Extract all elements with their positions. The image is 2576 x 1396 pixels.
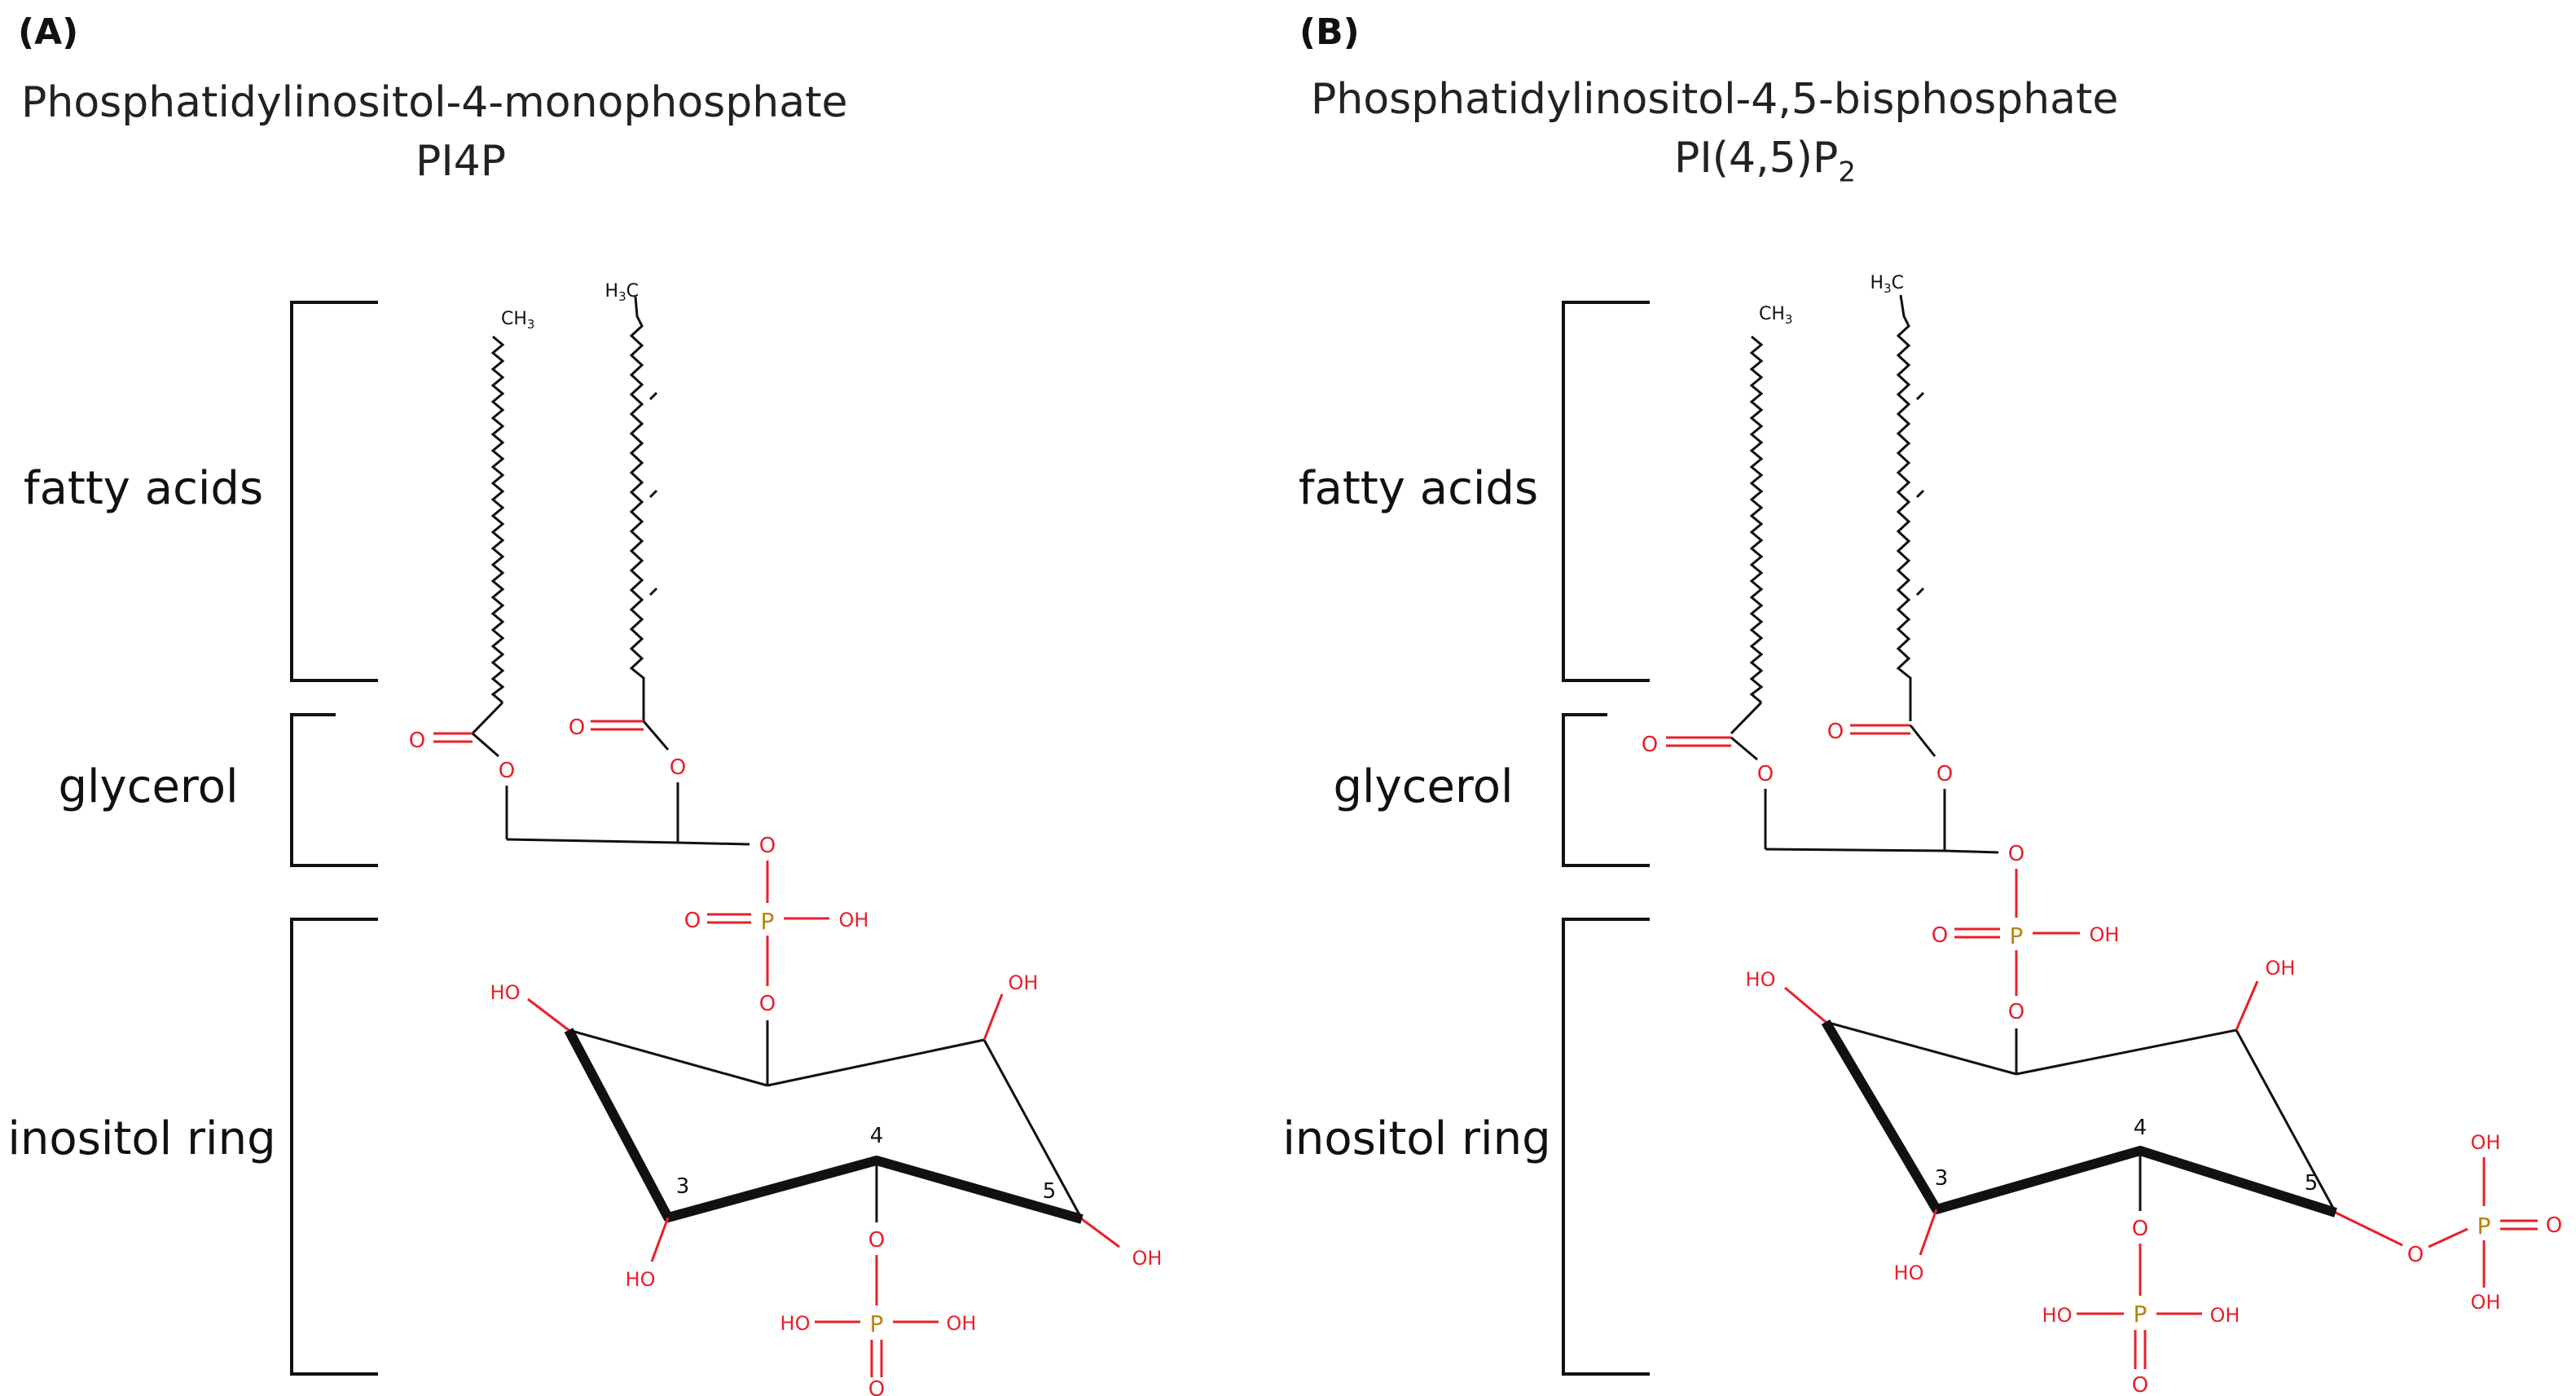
label-fatty-acids: fatty acids — [23, 462, 264, 515]
bracket-fatty-acids — [290, 301, 378, 682]
label-fatty-acids: fatty acids — [1298, 462, 1539, 515]
ester-group-2: O O — [569, 702, 686, 843]
fatty-acid-chain-unsaturated — [1896, 294, 1912, 702]
oxygen-label: O — [2008, 842, 2024, 866]
bracket-fatty-acids — [1562, 301, 1650, 682]
svg-text:O: O — [2132, 1217, 2148, 1241]
ester-group-1: O O — [409, 701, 515, 839]
glycerol-backbone — [1765, 848, 1999, 854]
fatty-acid-chain-unsaturated — [629, 296, 645, 702]
ring-number-3: 3 — [676, 1174, 690, 1199]
panel-a: (A) Phosphatidylinositol-4-monophosphate… — [7, 11, 1163, 1396]
bracket-glycerol — [1562, 713, 1650, 867]
panel-label: (B) — [1299, 11, 1360, 53]
phosphate-group-1: P O OH O — [1932, 869, 2120, 1074]
svg-text:O: O — [569, 716, 585, 740]
svg-text:P: P — [2010, 923, 2024, 949]
fatty-acid-chain-saturated — [490, 335, 505, 704]
svg-text:OH: OH — [1009, 971, 1039, 994]
svg-text:O: O — [499, 759, 515, 783]
svg-text:HO: HO — [780, 1312, 811, 1335]
structure-drawing: CH3 H3C O O O O O P — [1562, 273, 2562, 1396]
svg-text:O: O — [670, 755, 686, 780]
methyl-label: CH3 — [501, 309, 534, 332]
methyl-label: H3C — [1870, 273, 1904, 296]
svg-text:O: O — [2407, 1243, 2424, 1267]
ring-hydroxyls: HO OH HO OH — [490, 971, 1163, 1291]
svg-text:OH: OH — [2471, 1291, 2501, 1314]
panel-b: (B) Phosphatidylinositol-4,5-bisphosphat… — [1282, 0, 2576, 1396]
phosphate-group-1: P O OH O — [684, 861, 869, 1086]
compound-name: Phosphatidylinositol-4,5-bisphosphate — [1311, 75, 2119, 124]
svg-text:HO: HO — [490, 981, 521, 1004]
svg-text:OH: OH — [839, 909, 869, 931]
svg-text:O: O — [1932, 923, 1948, 948]
phosphate-group-4: O P HO OH O — [780, 1160, 977, 1396]
double-bond-marks — [648, 391, 658, 597]
svg-text:OH: OH — [2471, 1131, 2501, 1154]
svg-text:P: P — [2477, 1213, 2491, 1240]
bracket-inositol-ring — [290, 918, 378, 1376]
svg-text:O: O — [759, 992, 776, 1016]
ring-number-4: 4 — [2134, 1116, 2147, 1140]
ring-number-5: 5 — [1043, 1179, 1057, 1204]
label-glycerol: glycerol — [1333, 760, 1514, 813]
ester-group-2: O O — [1827, 702, 1953, 851]
methyl-label: H3C — [605, 281, 639, 304]
svg-text:O: O — [1827, 720, 1844, 744]
svg-text:O: O — [1757, 762, 1774, 786]
ring-number-5: 5 — [2305, 1171, 2319, 1196]
svg-text:HO: HO — [2042, 1304, 2073, 1327]
svg-text:OH: OH — [2090, 923, 2120, 946]
svg-text:OH: OH — [2210, 1304, 2240, 1327]
ester-group-1: O O — [1642, 701, 1774, 849]
ring-number-3: 3 — [1935, 1166, 1949, 1191]
ring-hydroxyls: HO OH HO — [1746, 957, 2296, 1284]
inositol-ring: 3 4 5 — [564, 1028, 1084, 1224]
fatty-acid-chain-saturated — [1749, 335, 1764, 704]
svg-text:O: O — [2132, 1373, 2148, 1396]
ring-number-4: 4 — [870, 1124, 884, 1148]
phosphate-group-4: O P HO OH O — [2042, 1151, 2240, 1396]
panel-label: (A) — [18, 11, 79, 53]
svg-text:O: O — [2546, 1213, 2562, 1238]
region-brackets — [290, 301, 378, 1376]
compound-abbreviation: PI(4,5)P2 — [1674, 134, 1856, 189]
svg-text:P: P — [870, 1310, 884, 1337]
svg-text:O: O — [684, 909, 701, 933]
svg-text:HO: HO — [1894, 1262, 1924, 1284]
inositol-ring: 3 4 5 — [1821, 1019, 2337, 1218]
bracket-glycerol — [290, 713, 378, 867]
svg-text:OH: OH — [1132, 1247, 1163, 1270]
structure-drawing: CH3 H3C O O O O O — [290, 281, 1163, 1396]
phosphate-group-5: O P OH OH O — [2335, 1131, 2562, 1314]
region-brackets — [1562, 301, 1650, 1376]
bracket-inositol-ring — [1562, 918, 1650, 1376]
svg-text:P: P — [761, 908, 775, 935]
svg-text:O: O — [2008, 1000, 2024, 1024]
svg-text:P: P — [2134, 1301, 2147, 1328]
label-inositol-ring: inositol ring — [7, 1112, 276, 1165]
double-bond-marks — [1915, 391, 1925, 597]
glycerol-backbone — [506, 838, 750, 846]
svg-text:HO: HO — [626, 1268, 656, 1291]
svg-text:HO: HO — [1746, 968, 1776, 991]
label-inositol-ring: inositol ring — [1282, 1112, 1551, 1165]
svg-text:O: O — [1936, 762, 1953, 786]
oxygen-label: O — [759, 834, 776, 858]
svg-text:OH: OH — [2266, 957, 2296, 980]
svg-text:O: O — [1642, 733, 1658, 757]
svg-text:O: O — [409, 729, 425, 753]
compound-abbreviation: PI4P — [415, 137, 507, 186]
methyl-label: CH3 — [1759, 304, 1792, 327]
svg-text:O: O — [868, 1228, 885, 1253]
compound-name: Phosphatidylinositol-4-monophosphate — [21, 78, 848, 127]
label-glycerol: glycerol — [58, 760, 239, 813]
svg-text:O: O — [868, 1377, 885, 1396]
svg-text:OH: OH — [947, 1312, 977, 1335]
